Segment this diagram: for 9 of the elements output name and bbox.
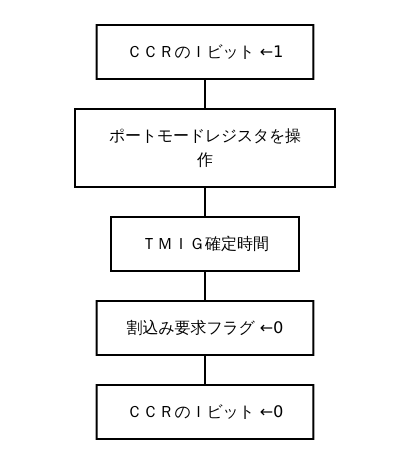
node-box: ポートモードレジスタを操作 [74,108,336,188]
connector [204,354,206,384]
connector [204,186,206,216]
node-box: 割込み要求フラグ ←0 [96,300,314,356]
node-box: ＣＣＲのＩビット ←0 [96,384,314,440]
node-box: ＴＭＩＧ確定時間 [110,216,300,272]
connector [204,78,206,108]
connector [204,270,206,300]
node-box: ＣＣＲのＩビット ←1 [96,24,314,80]
